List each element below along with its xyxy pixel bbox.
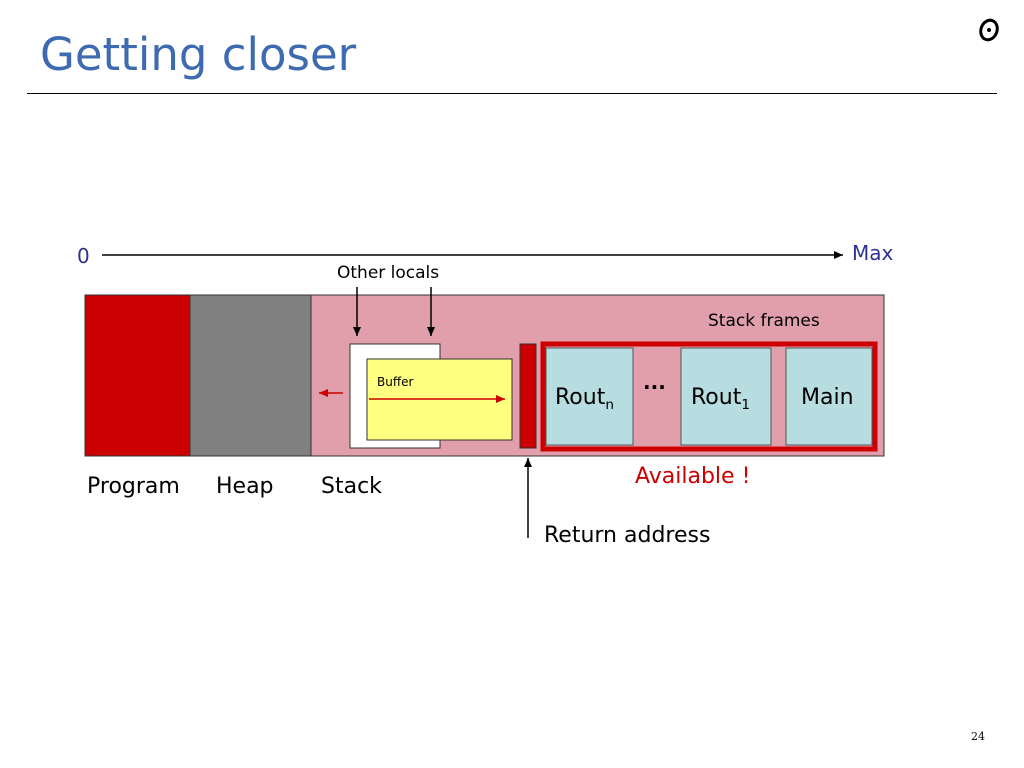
stack-label: Stack	[321, 474, 382, 499]
axis-end-label: Max	[852, 241, 894, 265]
buffer-label: Buffer	[377, 375, 414, 389]
stack-frames-label: Stack frames	[708, 311, 820, 331]
available-label: Available !	[635, 464, 751, 489]
other-locals-label: Other locals	[337, 263, 440, 283]
available-highlight	[540, 341, 878, 452]
main-label: Main	[801, 385, 854, 410]
title-divider	[27, 93, 997, 94]
program-region	[84, 294, 191, 457]
frame-rout-1	[680, 347, 772, 446]
frames-ellipsis: ...	[643, 370, 666, 394]
eiffel-logo-icon	[979, 18, 999, 42]
return-address-slot	[519, 343, 537, 449]
return-address-label: Return address	[544, 523, 711, 548]
rout-n-label: Routn	[555, 385, 614, 413]
program-label: Program	[87, 474, 180, 499]
frame-main	[785, 347, 873, 446]
rout-1-label: Rout1	[691, 385, 750, 413]
heap-region	[189, 294, 312, 457]
slide-title: Getting closer	[40, 28, 357, 81]
frame-rout-n	[545, 347, 634, 446]
page-number: 24	[971, 730, 985, 743]
axis-start-label: 0	[77, 244, 90, 268]
heap-label: Heap	[216, 474, 274, 499]
